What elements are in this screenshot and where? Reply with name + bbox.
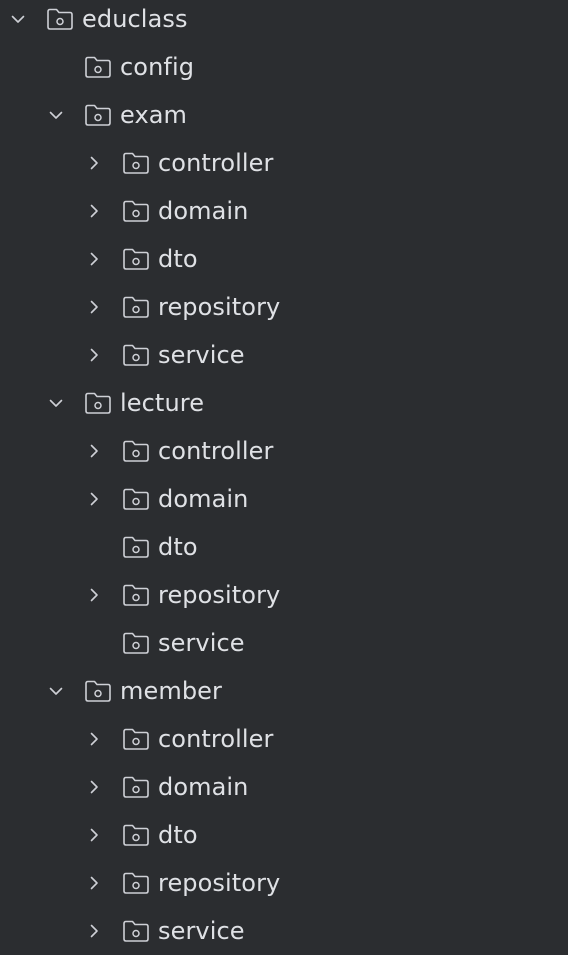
chevron-down-icon[interactable] (48, 107, 64, 123)
chevron-right-icon[interactable] (86, 827, 102, 843)
tree-item-label: exam (120, 101, 188, 129)
tree-item-label: service (158, 629, 245, 657)
tree-item-label: service (158, 917, 245, 945)
tree-item-exam[interactable]: exam (0, 91, 568, 139)
tree-item-label: dto (158, 821, 198, 849)
package-folder-icon (122, 487, 150, 511)
tree-item-label: repository (158, 293, 281, 321)
chevron-right-icon[interactable] (86, 443, 102, 459)
package-folder-icon (122, 247, 150, 271)
chevron-down-icon[interactable] (48, 395, 64, 411)
chevron-right-icon[interactable] (86, 923, 102, 939)
tree-item-label: controller (158, 437, 274, 465)
tree-item-repository[interactable]: repository (0, 571, 568, 619)
tree-item-service[interactable]: service (0, 907, 568, 955)
tree-item-domain[interactable]: domain (0, 187, 568, 235)
tree-item-service[interactable]: service (0, 619, 568, 667)
tree-item-label: config (120, 53, 195, 81)
tree-item-domain[interactable]: domain (0, 763, 568, 811)
package-folder-icon (122, 151, 150, 175)
tree-item-label: dto (158, 533, 198, 561)
tree-item-dto[interactable]: dto (0, 811, 568, 859)
package-folder-icon (84, 391, 112, 415)
package-folder-icon (122, 823, 150, 847)
tree-item-label: domain (158, 773, 249, 801)
chevron-right-icon[interactable] (86, 875, 102, 891)
chevron-right-icon[interactable] (86, 587, 102, 603)
package-folder-icon (122, 439, 150, 463)
tree-item-educlass[interactable]: educlass (0, 0, 568, 43)
tree-item-lecture[interactable]: lecture (0, 379, 568, 427)
tree-item-label: repository (158, 581, 281, 609)
chevron-right-icon[interactable] (86, 251, 102, 267)
chevron-down-icon[interactable] (48, 683, 64, 699)
chevron-right-icon[interactable] (86, 779, 102, 795)
tree-item-label: service (158, 341, 245, 369)
package-folder-icon (122, 583, 150, 607)
package-folder-icon (122, 295, 150, 319)
tree-item-member[interactable]: member (0, 667, 568, 715)
chevron-right-icon[interactable] (86, 347, 102, 363)
tree-item-repository[interactable]: repository (0, 859, 568, 907)
tree-item-controller[interactable]: controller (0, 139, 568, 187)
tree-item-domain[interactable]: domain (0, 475, 568, 523)
tree-item-repository[interactable]: repository (0, 283, 568, 331)
chevron-right-icon[interactable] (86, 155, 102, 171)
tree-item-service[interactable]: service (0, 331, 568, 379)
chevron-down-icon[interactable] (10, 11, 26, 27)
tree-item-label: educlass (82, 5, 188, 33)
tree-item-controller[interactable]: controller (0, 427, 568, 475)
package-folder-icon (122, 775, 150, 799)
tree-item-label: repository (158, 869, 281, 897)
chevron-right-icon[interactable] (86, 491, 102, 507)
tree-item-dto[interactable]: dto (0, 523, 568, 571)
chevron-right-icon[interactable] (86, 731, 102, 747)
package-folder-icon (84, 679, 112, 703)
tree-item-label: dto (158, 245, 198, 273)
tree-item-label: controller (158, 725, 274, 753)
tree-item-label: domain (158, 197, 249, 225)
package-folder-icon (122, 871, 150, 895)
package-folder-icon (122, 535, 150, 559)
tree-item-label: domain (158, 485, 249, 513)
package-folder-icon (122, 919, 150, 943)
package-folder-icon (84, 55, 112, 79)
package-folder-icon (122, 727, 150, 751)
tree-item-label: member (120, 677, 222, 705)
chevron-right-icon[interactable] (86, 203, 102, 219)
tree-item-controller[interactable]: controller (0, 715, 568, 763)
package-folder-icon (84, 103, 112, 127)
chevron-right-icon[interactable] (86, 299, 102, 315)
tree-item-dto[interactable]: dto (0, 235, 568, 283)
tree-item-label: lecture (120, 389, 205, 417)
package-folder-icon (122, 199, 150, 223)
tree-item-config[interactable]: config (0, 43, 568, 91)
package-folder-icon (122, 343, 150, 367)
package-folder-icon (46, 7, 74, 31)
package-folder-icon (122, 631, 150, 655)
tree-item-label: controller (158, 149, 274, 177)
